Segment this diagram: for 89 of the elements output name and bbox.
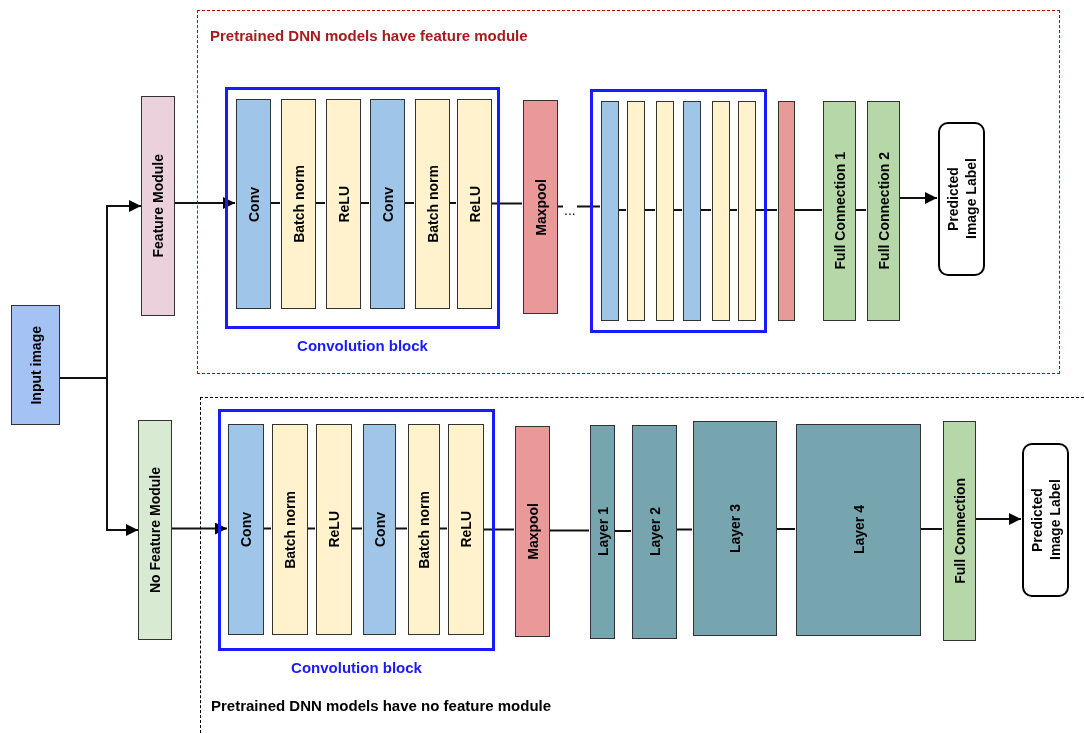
layer-box bbox=[867, 101, 900, 321]
connector-line bbox=[548, 529, 590, 532]
layer-label: Layer 2 bbox=[646, 507, 663, 557]
layer-label: Full Connection bbox=[951, 478, 968, 584]
connector-line bbox=[269, 202, 281, 204]
layer-label: Conv bbox=[379, 186, 396, 222]
layer-label: Conv bbox=[245, 186, 262, 222]
layer-box bbox=[590, 425, 615, 639]
block-frame bbox=[590, 89, 767, 333]
block-caption: Convolution block bbox=[296, 336, 429, 356]
layer-box bbox=[943, 421, 976, 641]
layer-label: Batch norm bbox=[282, 490, 298, 569]
layer-label: Input image bbox=[27, 325, 44, 405]
layer-box bbox=[823, 101, 856, 321]
layer-bar bbox=[738, 101, 756, 321]
layer-box bbox=[408, 424, 440, 635]
connector-line bbox=[699, 209, 712, 211]
layer-box bbox=[693, 421, 777, 636]
layer-box bbox=[415, 99, 450, 309]
layer-bar bbox=[683, 101, 701, 321]
layer-box bbox=[515, 426, 550, 637]
layer-label: Predicted Image Label bbox=[943, 157, 980, 242]
layer-label: No Feature Module bbox=[147, 467, 163, 593]
arrow bbox=[974, 513, 1022, 525]
module-box bbox=[141, 96, 175, 316]
layer-label: Batch norm bbox=[424, 165, 441, 243]
layer-label: Feature Module bbox=[150, 154, 166, 258]
connector-line bbox=[314, 202, 326, 204]
layer-bar bbox=[712, 101, 730, 321]
layer-label: Layer 1 bbox=[594, 507, 611, 557]
region-title: Pretrained DNN models have feature module bbox=[210, 26, 528, 46]
layer-box bbox=[523, 100, 558, 314]
dashed-region bbox=[200, 397, 1084, 733]
layer-label: Predicted Image Label bbox=[1027, 478, 1064, 563]
layer-label: Full Connection 1 bbox=[831, 152, 848, 270]
layer-box bbox=[316, 424, 352, 635]
connector-line bbox=[793, 209, 823, 211]
connector-line bbox=[754, 209, 778, 211]
layer-label: Maxpool bbox=[532, 178, 549, 236]
layer-label: ReLU bbox=[458, 511, 474, 548]
connector-line bbox=[490, 202, 523, 205]
connector-line bbox=[854, 209, 867, 211]
layer-box bbox=[326, 99, 361, 309]
output-box bbox=[1022, 443, 1069, 597]
layer-label: ReLU bbox=[335, 185, 352, 223]
arrow bbox=[898, 192, 938, 204]
layer-box bbox=[281, 99, 316, 309]
block-caption: Convolution block bbox=[290, 658, 423, 678]
connector-line bbox=[775, 528, 796, 530]
layer-label: Conv bbox=[238, 512, 254, 547]
layer-box bbox=[448, 424, 484, 635]
layer-box bbox=[796, 424, 921, 636]
connector-line bbox=[643, 209, 656, 211]
connector-line bbox=[675, 528, 693, 531]
ellipsis-text: ... bbox=[563, 203, 577, 217]
arrow bbox=[174, 197, 236, 209]
layer-box bbox=[363, 424, 396, 635]
module-box bbox=[138, 420, 172, 640]
layer-label: Conv bbox=[371, 512, 388, 547]
layer-bar bbox=[656, 101, 674, 321]
layer-box bbox=[228, 424, 264, 635]
layer-bar bbox=[627, 101, 645, 321]
connector-line bbox=[394, 527, 408, 530]
arrow bbox=[171, 522, 228, 535]
dashed-region bbox=[197, 10, 1060, 374]
layer-label: Maxpool bbox=[524, 503, 541, 560]
layer-bar bbox=[601, 101, 619, 321]
connector-line bbox=[350, 527, 363, 530]
layer-bar bbox=[778, 101, 795, 321]
layer-label: Batch norm bbox=[416, 490, 432, 569]
connector-line bbox=[403, 202, 415, 204]
layer-label: ReLU bbox=[466, 185, 483, 223]
output-box bbox=[938, 122, 985, 276]
input-box bbox=[11, 305, 60, 425]
connector-line bbox=[556, 205, 601, 208]
layer-label: Layer 3 bbox=[727, 503, 743, 553]
connector-line bbox=[482, 528, 515, 531]
layer-box bbox=[457, 99, 492, 309]
layer-box bbox=[272, 424, 308, 635]
connector-line bbox=[919, 528, 943, 530]
layer-label: Batch norm bbox=[290, 165, 307, 243]
layer-box bbox=[236, 99, 271, 309]
layer-label: ReLU bbox=[326, 511, 342, 548]
connector-line bbox=[613, 530, 632, 532]
layer-box bbox=[370, 99, 405, 309]
layer-label: Full Connection 2 bbox=[875, 152, 892, 270]
layer-box bbox=[632, 425, 677, 639]
region-title: Pretrained DNN models have no feature module bbox=[211, 695, 552, 716]
layer-label: Layer 4 bbox=[850, 505, 867, 555]
